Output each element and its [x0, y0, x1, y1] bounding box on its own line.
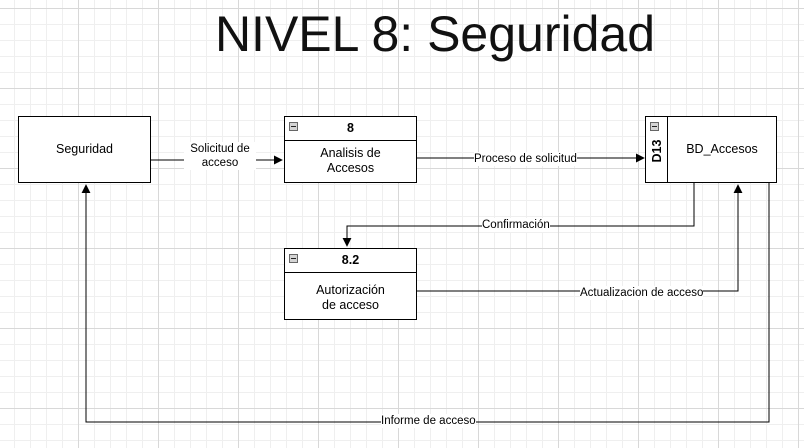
diagram-title: NIVEL 8: Seguridad [214, 6, 656, 62]
process-id: 8.2 [341, 253, 360, 267]
data-store-id-strip: D13 [646, 117, 668, 182]
data-store-bd-accesos[interactable]: D13 BD_Accesos [645, 116, 777, 183]
flow-actualizacion-line[interactable] [416, 184, 743, 292]
flow-actualizacion-label: Actualizacion de acceso [580, 286, 704, 300]
process-8-2-autorizacion[interactable]: 8.2 Autorización de acceso [284, 248, 417, 320]
external-entity-seguridad[interactable]: Seguridad [18, 116, 151, 183]
flow-confirmacion-label: Confirmación [482, 218, 550, 232]
flow-solicitud-label: Solicitud de acceso [184, 142, 256, 170]
entity-label: Seguridad [56, 142, 113, 156]
collapse-minus-icon[interactable] [650, 122, 659, 131]
flow-informe-line[interactable] [81, 183, 770, 423]
flow-proceso-label: Proceso de solicitud [474, 152, 577, 166]
process-id: 8 [347, 121, 354, 135]
data-store-label: BD_Accesos [686, 142, 758, 156]
process-header: 8.2 [285, 249, 416, 273]
collapse-minus-icon[interactable] [289, 122, 298, 131]
collapse-minus-icon[interactable] [289, 254, 298, 263]
flow-informe-label: Informe de acceso [381, 414, 476, 428]
flow-confirmacion-line[interactable] [342, 183, 695, 247]
data-store-id: D13 [650, 139, 664, 163]
process-label: Autorización de acceso [316, 283, 385, 312]
process-label: Analisis de Accesos [320, 146, 381, 175]
process-8-analisis[interactable]: 8 Analisis de Accesos [284, 116, 417, 183]
process-header: 8 [285, 117, 416, 141]
